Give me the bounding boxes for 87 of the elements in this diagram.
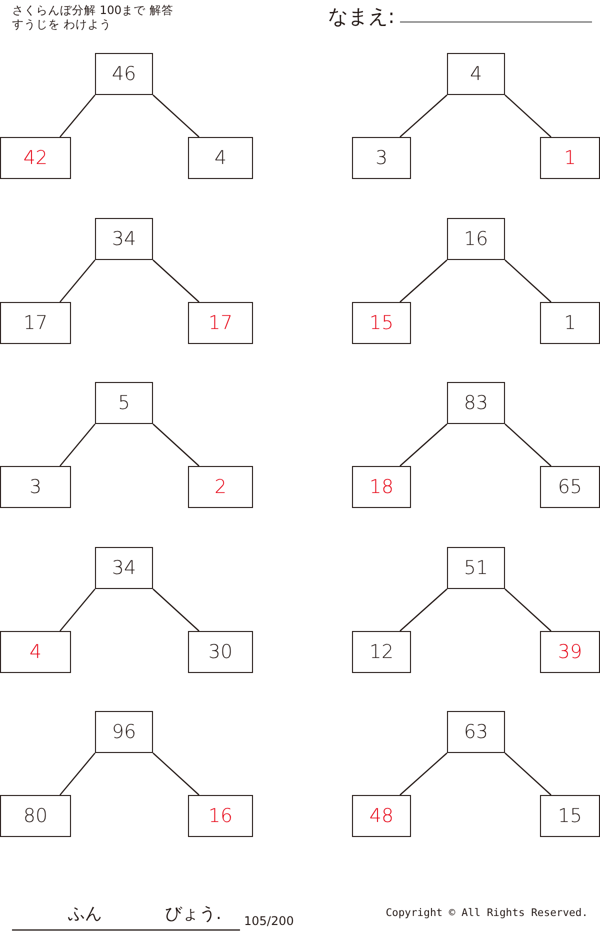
name-label: なまえ:	[328, 3, 395, 30]
worksheet-title: さくらんぼ分解 100まで 解答	[12, 3, 174, 18]
connector-line	[504, 424, 552, 466]
number-text: 48	[369, 805, 394, 827]
connector-line	[60, 260, 96, 302]
connector-line	[504, 94, 552, 138]
number-box	[188, 631, 253, 673]
number-text: 30	[208, 641, 233, 663]
number-box	[188, 466, 253, 508]
number-text: 16	[208, 805, 233, 827]
number-box	[95, 547, 153, 589]
number-text: 12	[369, 641, 394, 663]
number-box	[540, 631, 600, 673]
number-text: 3	[375, 147, 388, 169]
number-text: 17	[208, 312, 233, 334]
number-box	[352, 302, 411, 344]
number-box	[95, 218, 153, 260]
copyright-text: Copyright © All Rights Reserved.	[386, 907, 588, 919]
number-box	[0, 631, 71, 673]
number-text: 96	[112, 721, 136, 743]
connector-line	[400, 588, 448, 632]
number-text: 1	[564, 312, 576, 334]
number-box	[95, 53, 153, 95]
number-text: 51	[464, 557, 488, 579]
connector-line	[504, 260, 552, 302]
number-box	[447, 218, 505, 260]
number-text: 83	[464, 392, 488, 414]
number-box	[447, 547, 505, 589]
number-box	[540, 466, 600, 508]
number-box	[95, 382, 153, 424]
connector-line	[400, 260, 448, 302]
number-box	[0, 466, 71, 508]
number-box	[352, 631, 411, 673]
number-box	[540, 302, 600, 344]
number-text: 4	[214, 147, 227, 169]
number-box	[447, 711, 505, 753]
minutes-label: ふん	[68, 903, 102, 925]
number-text: 17	[23, 312, 48, 334]
number-text: 5	[118, 392, 130, 414]
connector-line	[152, 588, 200, 632]
number-box	[352, 137, 411, 179]
number-text: 4	[470, 63, 482, 85]
number-text: 15	[558, 805, 582, 827]
number-text: 63	[464, 721, 488, 743]
connector-line	[152, 424, 200, 466]
seconds-label: びょう.	[165, 903, 222, 925]
number-box	[447, 382, 505, 424]
number-box	[352, 795, 411, 837]
number-text: 16	[464, 228, 488, 250]
number-text: 34	[112, 228, 136, 250]
connector-line	[504, 588, 552, 632]
number-box	[0, 302, 71, 344]
connector-line	[60, 588, 96, 632]
number-text: 46	[112, 63, 136, 85]
connector-line	[152, 752, 200, 796]
number-box	[188, 302, 253, 344]
number-box	[447, 53, 505, 95]
number-text: 4	[29, 641, 42, 663]
connector-line	[400, 752, 448, 796]
number-text: 1	[564, 147, 576, 169]
number-text: 15	[369, 312, 394, 334]
connector-line	[60, 424, 96, 466]
connector-line	[60, 752, 96, 796]
page-number: 105/200	[244, 914, 294, 928]
number-box	[540, 795, 600, 837]
connector-line	[504, 752, 552, 796]
number-box	[188, 137, 253, 179]
number-box	[0, 137, 71, 179]
number-text: 2	[214, 476, 227, 498]
number-box	[95, 711, 153, 753]
connector-line	[152, 94, 200, 138]
number-text: 18	[369, 476, 394, 498]
number-box	[540, 137, 600, 179]
number-text: 34	[112, 557, 136, 579]
subtitle: すうじを わけよう	[12, 17, 112, 32]
number-box	[352, 466, 411, 508]
number-box	[188, 795, 253, 837]
connector-line	[152, 260, 200, 302]
number-box	[0, 795, 71, 837]
connector-line	[400, 94, 448, 138]
connector-line	[60, 94, 96, 138]
number-text: 3	[29, 476, 42, 498]
number-text: 39	[558, 641, 582, 663]
number-text: 42	[23, 147, 48, 169]
number-text: 80	[23, 805, 48, 827]
number-text: 65	[558, 476, 582, 498]
connector-line	[400, 424, 448, 466]
